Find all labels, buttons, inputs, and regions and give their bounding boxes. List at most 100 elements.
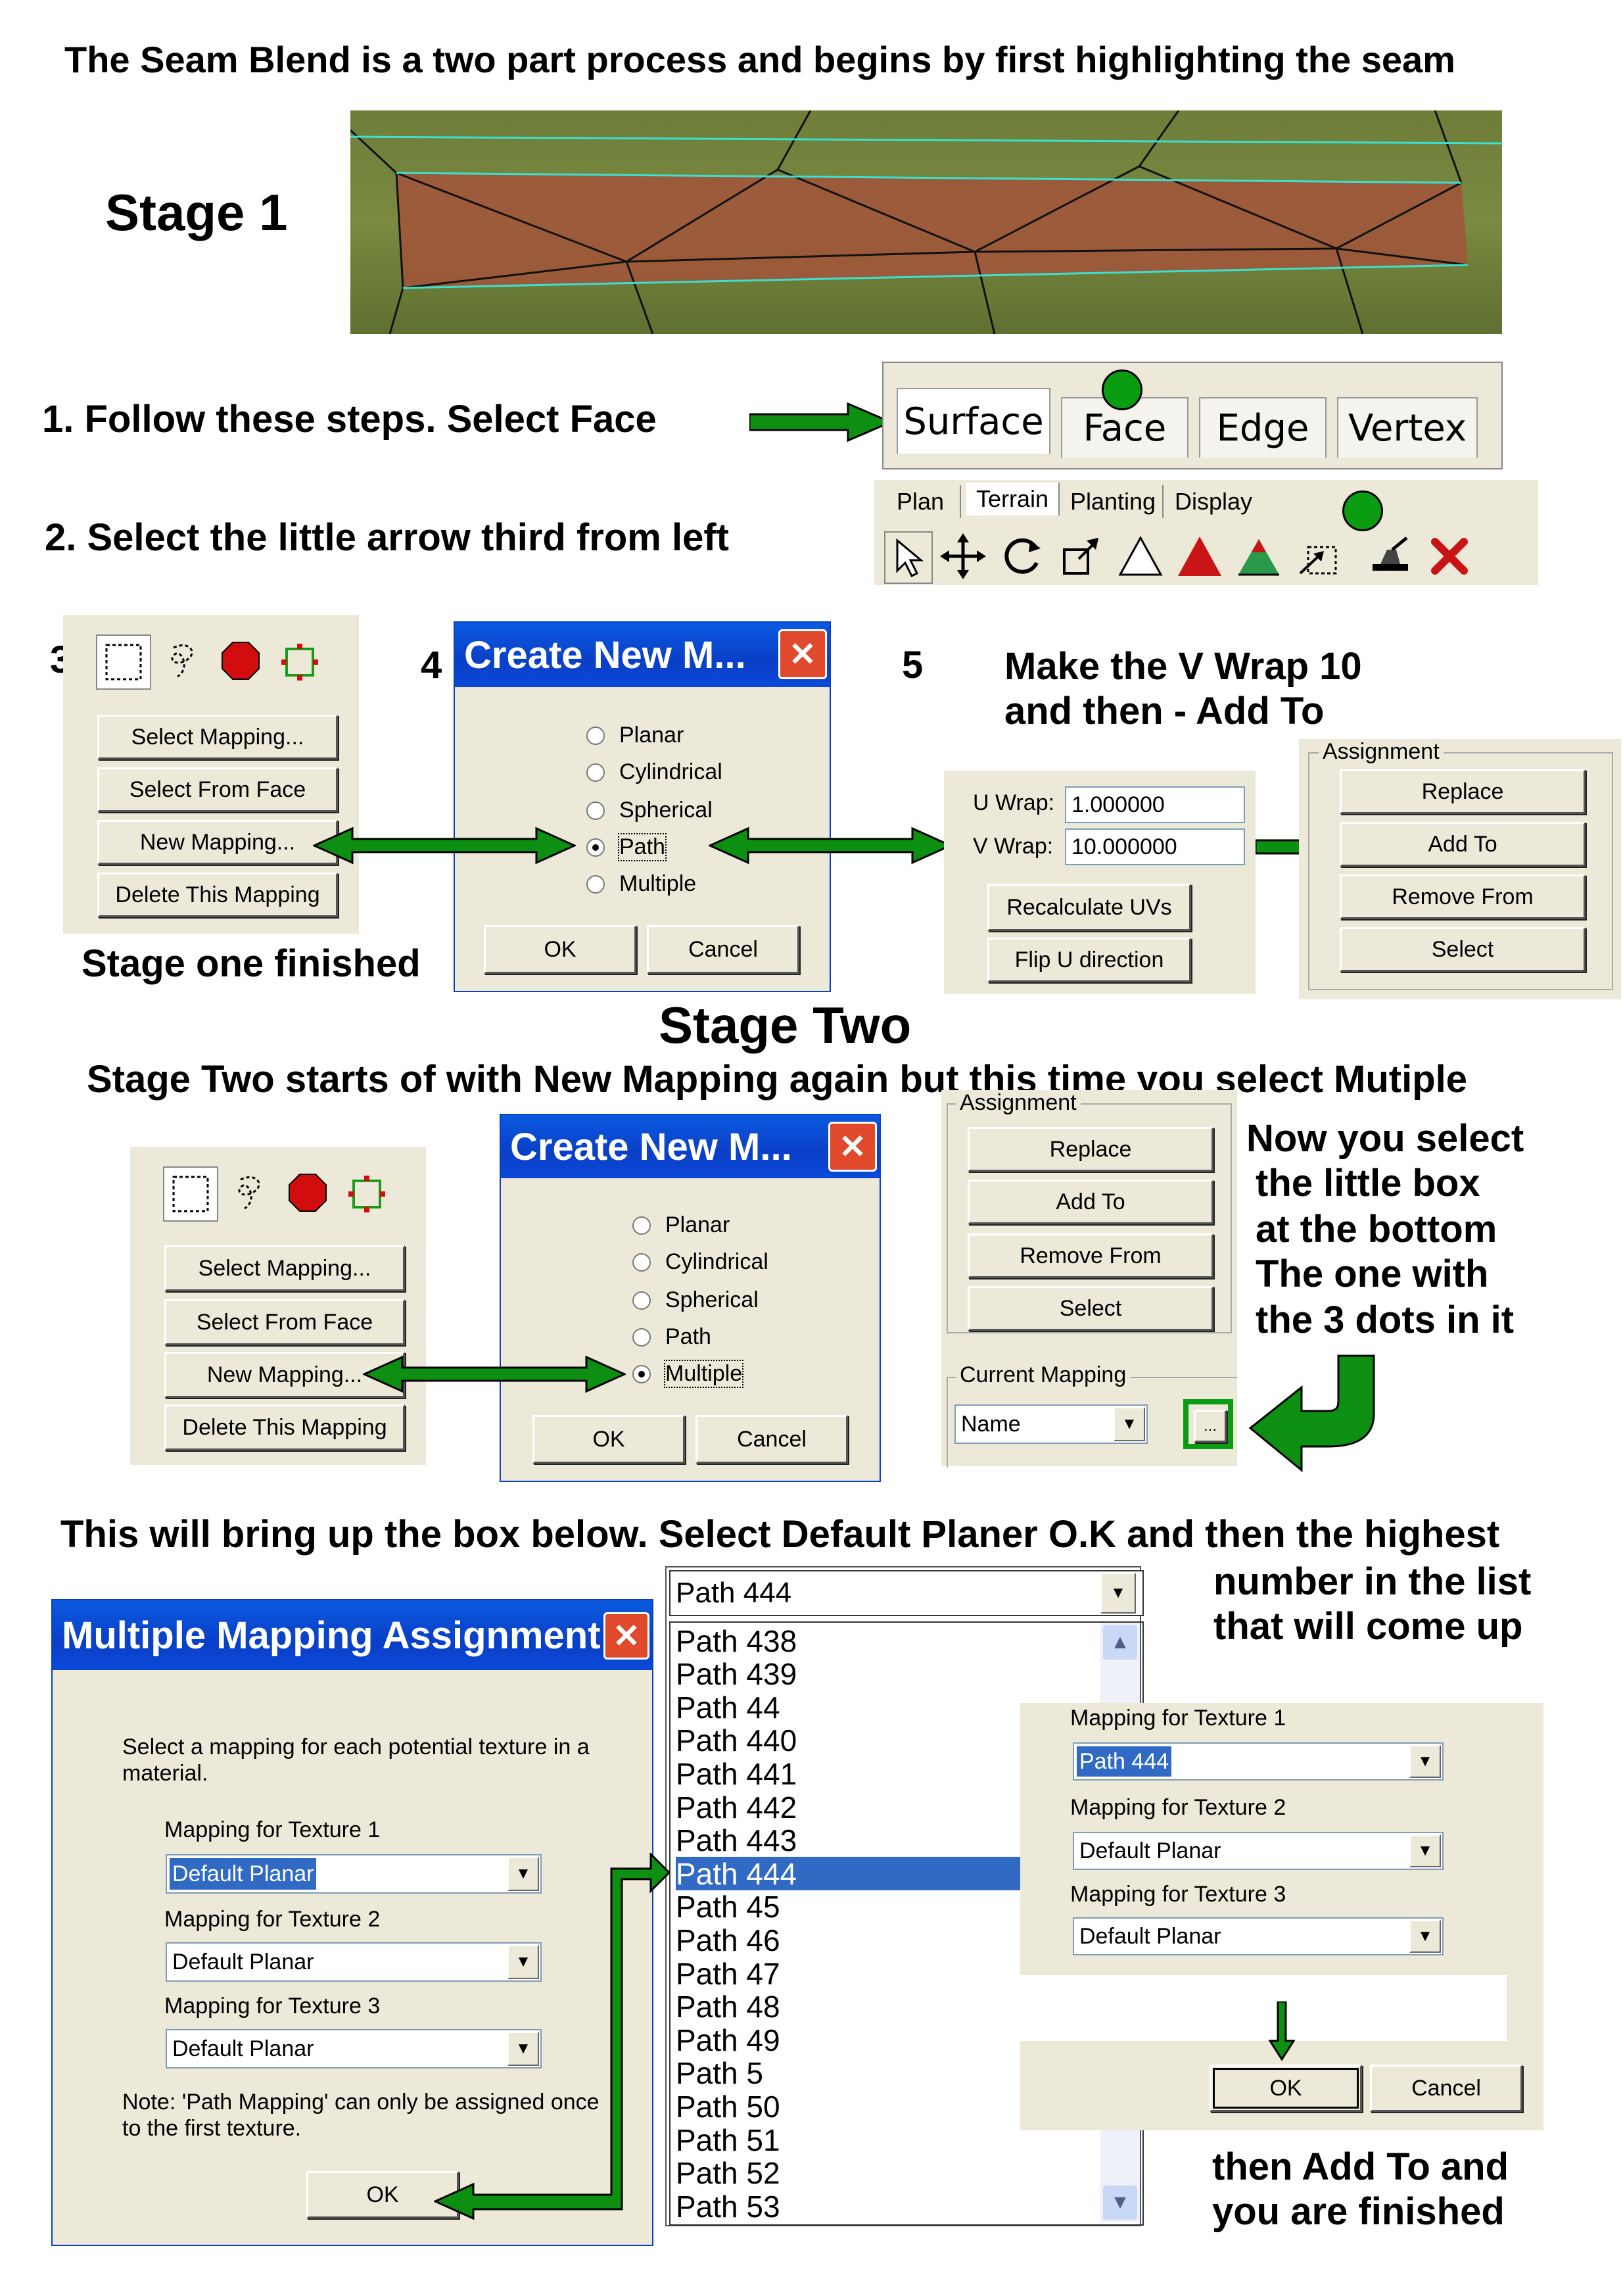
ok-button[interactable]: OK <box>306 2171 459 2218</box>
chevron-down-icon: ▼ <box>1409 1920 1441 1953</box>
select-mapping-button[interactable]: Select Mapping... <box>164 1245 405 1291</box>
radio-cylindrical[interactable]: Cylindrical <box>632 1249 768 1275</box>
tab-vertex[interactable]: Vertex <box>1337 397 1478 458</box>
radio-cylindrical[interactable]: Cylindrical <box>586 759 722 785</box>
list-item[interactable]: Path 5 <box>676 2056 763 2091</box>
lasso-icon[interactable] <box>222 1166 275 1219</box>
select-mapping-button[interactable]: Select Mapping... <box>97 715 338 759</box>
remove-from-button[interactable]: Remove From <box>1340 874 1586 919</box>
tex2-select[interactable]: Default Planar ▼ <box>166 1942 542 1982</box>
list-item[interactable]: Path 44 <box>676 1690 780 1725</box>
scroll-down-icon[interactable]: ▼ <box>1103 2186 1137 2220</box>
v-wrap-input[interactable]: 10.000000 <box>1065 828 1245 865</box>
current-mapping-select[interactable]: Name ▼ <box>954 1404 1148 1444</box>
green-square-icon[interactable] <box>273 634 326 687</box>
list-item[interactable]: Path 53 <box>676 2189 780 2224</box>
list-item[interactable]: Path 442 <box>676 1790 797 1825</box>
recalculate-uvs-button[interactable]: Recalculate UVs <box>987 884 1191 931</box>
tab-planting[interactable]: Planting <box>1064 485 1164 518</box>
radio-spherical[interactable]: Spherical <box>586 798 713 823</box>
cancel-button[interactable]: Cancel <box>695 1415 848 1464</box>
radio-path[interactable]: Path <box>632 1324 711 1350</box>
rect-select-icon[interactable] <box>163 1166 218 1222</box>
list-item[interactable]: Path 50 <box>676 2089 780 2124</box>
tex1-select[interactable]: Default Planar ▼ <box>166 1854 542 1894</box>
paint-brush-icon[interactable] <box>1364 533 1417 580</box>
remove-from-button[interactable]: Remove From <box>968 1233 1213 1278</box>
list-item[interactable]: Path 441 <box>676 1756 797 1791</box>
green-square-icon[interactable] <box>341 1166 393 1219</box>
move-icon[interactable] <box>937 533 989 580</box>
delete-x-icon[interactable] <box>1423 533 1476 580</box>
rect-select-icon[interactable] <box>96 634 151 690</box>
list-item[interactable]: Path 46 <box>676 1923 780 1957</box>
radio-multiple[interactable]: Multiple <box>586 871 696 897</box>
close-icon[interactable]: ✕ <box>828 1122 877 1172</box>
add-to-button[interactable]: Add To <box>968 1180 1213 1224</box>
red-peak-icon[interactable] <box>1173 533 1226 580</box>
radio-multiple[interactable]: Multiple <box>632 1360 744 1388</box>
tab-surface[interactable]: Surface <box>897 388 1050 454</box>
list-item[interactable]: Path 51 <box>676 2122 780 2157</box>
close-icon[interactable]: ✕ <box>778 629 827 679</box>
select-box-text-1: Now you select <box>1246 1117 1524 1160</box>
list-item[interactable]: Path 438 <box>676 1623 797 1658</box>
tab-edge[interactable]: Edge <box>1199 397 1327 458</box>
select-button[interactable]: Select <box>1340 927 1586 972</box>
texture-arrow-icon[interactable] <box>1292 533 1344 580</box>
list-item[interactable]: Path 444 <box>676 1857 1031 1891</box>
list-item[interactable]: Path 443 <box>676 1823 797 1858</box>
path-select[interactable]: Path 444 ▼ <box>669 1570 1144 1616</box>
select-button[interactable]: Select <box>968 1286 1213 1331</box>
add-to-button[interactable]: Add To <box>1340 822 1586 867</box>
ok-button[interactable]: OK <box>1210 2065 1362 2112</box>
tex3-select[interactable]: Default Planar ▼ <box>1073 1917 1444 1955</box>
radio-path[interactable]: Path <box>586 833 667 861</box>
pointer-icon[interactable] <box>884 531 933 584</box>
delete-mapping-button[interactable]: Delete This Mapping <box>97 873 338 917</box>
multi-note-line2: to the first texture. <box>122 2116 302 2141</box>
replace-button[interactable]: Replace <box>968 1127 1213 1172</box>
terrain-mound-icon[interactable] <box>1233 533 1285 580</box>
scale-icon[interactable] <box>1055 533 1108 580</box>
list-item[interactable]: Path 49 <box>676 2022 780 2057</box>
radio-planar[interactable]: Planar <box>586 723 684 748</box>
select-box-text-2: the little box <box>1256 1162 1480 1205</box>
cancel-button[interactable]: Cancel <box>647 925 799 974</box>
list-item[interactable]: Path 52 <box>676 2156 780 2191</box>
radio-planar[interactable]: Planar <box>632 1212 730 1238</box>
tex2-select[interactable]: Default Planar ▼ <box>1073 1832 1444 1870</box>
rotate-icon[interactable] <box>996 533 1048 580</box>
list-item[interactable]: Path 48 <box>676 1990 780 2024</box>
replace-button[interactable]: Replace <box>1340 769 1586 814</box>
triangle-outline-icon[interactable] <box>1114 533 1167 580</box>
radio-spherical[interactable]: Spherical <box>632 1287 759 1313</box>
delete-mapping-button[interactable]: Delete This Mapping <box>164 1404 405 1450</box>
multi-desc-line2: material. <box>122 1761 208 1786</box>
octagon-icon[interactable] <box>281 1166 334 1219</box>
tex3-select[interactable]: Default Planar ▼ <box>166 2029 542 2069</box>
chevron-down-icon: ▼ <box>507 1857 539 1891</box>
three-dots-button[interactable]: ... <box>1194 1410 1227 1443</box>
ok-button[interactable]: OK <box>484 925 636 974</box>
new-mapping-button[interactable]: New Mapping... <box>97 820 338 865</box>
bring-up-text: This will bring up the box below. Select… <box>60 1513 1500 1556</box>
ok-button[interactable]: OK <box>532 1415 685 1464</box>
list-item[interactable]: Path 47 <box>676 1956 780 1991</box>
close-icon[interactable]: ✕ <box>603 1612 649 1660</box>
lasso-icon[interactable] <box>155 634 208 687</box>
list-item[interactable]: Path 439 <box>676 1657 797 1692</box>
u-wrap-input[interactable]: 1.000000 <box>1065 786 1245 823</box>
tex1-select[interactable]: Path 444 ▼ <box>1073 1742 1444 1781</box>
scroll-up-icon[interactable]: ▲ <box>1103 1625 1137 1660</box>
cancel-button[interactable]: Cancel <box>1370 2065 1522 2112</box>
tab-plan[interactable]: Plan <box>881 485 961 518</box>
tab-display[interactable]: Display <box>1174 488 1253 515</box>
flip-u-button[interactable]: Flip U direction <box>987 938 1191 982</box>
select-from-face-button[interactable]: Select From Face <box>97 767 338 812</box>
tab-terrain[interactable]: Terrain <box>966 483 1060 515</box>
list-item[interactable]: Path 45 <box>676 1890 780 1925</box>
list-item[interactable]: Path 440 <box>676 1723 797 1758</box>
octagon-icon[interactable] <box>214 634 267 687</box>
select-from-face-button[interactable]: Select From Face <box>164 1299 405 1345</box>
